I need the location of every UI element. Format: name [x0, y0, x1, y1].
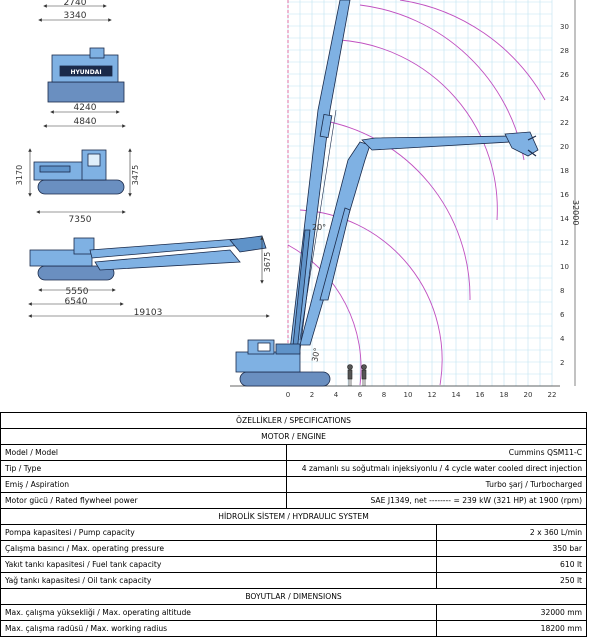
- y-tick-label: 8: [560, 287, 564, 295]
- dim-front-a: 4240: [74, 103, 97, 113]
- x-tick-label: 0: [286, 391, 290, 399]
- x-tick-label: 10: [404, 391, 413, 399]
- specifications-table: ÖZELLİKLER / SPECIFICATIONS MOTOR / ENGI…: [0, 412, 588, 637]
- x-tick-label: 16: [476, 391, 485, 399]
- x-tick-label: 2: [310, 391, 314, 399]
- spec-value: Turbo şarj / Turbocharged: [285, 476, 588, 493]
- spec-value: 250 lt: [435, 572, 588, 589]
- angle-label-20: 20°: [312, 223, 326, 232]
- y-tick-label: 6: [560, 311, 565, 319]
- dim-front-b: 4840: [74, 117, 97, 127]
- dim-top-b: 3340: [64, 11, 87, 21]
- y-tick-label: 26: [560, 71, 569, 79]
- spec-label: Motor gücü / Rated flywheel power: [0, 492, 287, 509]
- dim-side-length: 7350: [69, 215, 92, 225]
- spec-row-model: Model / Model Cummins QSM11-C: [0, 444, 588, 461]
- dim-transport-height: 3675: [263, 252, 272, 272]
- dim-transport-a: 5550: [66, 287, 89, 297]
- spec-label: Çalışma basıncı / Max. operating pressur…: [0, 540, 437, 557]
- spec-row-fuel: Yakıt tankı kapasitesi / Fuel tank capac…: [0, 556, 588, 573]
- spec-value: 32000 mm: [435, 604, 588, 621]
- spec-row-aspiration: Emiş / Aspiration Turbo şarj / Turbochar…: [0, 476, 588, 493]
- spec-value: Cummins QSM11-C: [285, 444, 588, 461]
- spec-row-power: Motor gücü / Rated flywheel power SAE J1…: [0, 492, 588, 509]
- y-tick-label: 2: [560, 359, 564, 367]
- spec-title: ÖZELLİKLER / SPECIFICATIONS: [0, 412, 588, 429]
- reach-arcs: [287, 0, 546, 386]
- spec-value: 18200 mm: [435, 620, 588, 637]
- hydraulic-header-row: HİDROLİK SİSTEM / HYDRAULIC SYSTEM: [0, 508, 588, 525]
- base-machine-working-range: [235, 339, 331, 387]
- dim-transport-total: 19103: [134, 308, 163, 318]
- y-tick-label: 22: [560, 119, 569, 127]
- hydraulic-header: HİDROLİK SİSTEM / HYDRAULIC SYSTEM: [0, 508, 588, 525]
- high-reach-boom-angled: [299, 131, 539, 346]
- side-view-dimensions: [28, 148, 132, 214]
- top-view-dimensions: [38, 4, 112, 22]
- spec-label: Pompa kapasitesi / Pump capacity: [0, 524, 437, 541]
- brand-logo: HYUNDAI: [70, 69, 101, 76]
- y-tick-label: 18: [560, 167, 569, 175]
- high-reach-boom-vertical: [289, 0, 351, 356]
- y-tick-label: 20: [560, 143, 569, 151]
- x-tick-label: 6: [358, 391, 363, 399]
- side-view-machine: [33, 149, 125, 195]
- spec-label: Yağ tankı kapasitesi / Oil tank capacity: [0, 572, 437, 589]
- dim-transport-b: 6540: [65, 297, 88, 307]
- working-range-grid: [287, 0, 553, 387]
- x-tick-label: 4: [334, 391, 339, 399]
- transport-view-dimensions: [28, 236, 270, 318]
- engine-header-row: MOTOR / ENGINE: [0, 428, 588, 445]
- spec-label: Yakıt tankı kapasitesi / Fuel tank capac…: [0, 556, 437, 573]
- spec-row-radius: Max. çalışma radüsü / Max. working radiu…: [0, 620, 588, 637]
- spec-row-pressure: Çalışma basıncı / Max. operating pressur…: [0, 540, 588, 557]
- x-tick-label: 20: [524, 391, 533, 399]
- spec-row-altitude: Max. çalışma yüksekliği / Max. operating…: [0, 604, 588, 621]
- spec-label: Max. çalışma yüksekliği / Max. operating…: [0, 604, 437, 621]
- spec-label: Tip / Type: [0, 460, 287, 477]
- dim-side-h2: 3475: [131, 165, 140, 185]
- angle-label-30: 30°: [310, 347, 321, 363]
- y-tick-label: 30: [560, 23, 569, 31]
- y-tick-label: 28: [560, 47, 569, 55]
- spec-label: Max. çalışma radüsü / Max. working radiu…: [0, 620, 437, 637]
- x-tick-label: 22: [548, 391, 557, 399]
- y-tick-label: 24: [560, 95, 569, 103]
- spec-row-oil: Yağ tankı kapasitesi / Oil tank capacity…: [0, 572, 588, 589]
- spec-value: 610 lt: [435, 556, 588, 573]
- dim-side-h1: 3170: [15, 165, 24, 185]
- spec-row-type: Tip / Type 4 zamanlı su soğutmalı injeks…: [0, 460, 588, 477]
- front-view-machine: [47, 47, 125, 103]
- transport-view-machine: [29, 235, 267, 281]
- x-tick-label: 18: [500, 391, 509, 399]
- max-height-dimension: 32000: [571, 200, 580, 225]
- y-tick-label: 4: [560, 335, 565, 343]
- spec-label: Emiş / Aspiration: [0, 476, 287, 493]
- front-view-dimensions: [43, 110, 126, 128]
- x-tick-label: 14: [452, 391, 461, 399]
- x-axis-tick-labels: 0 2 4 6 8 10 12 14 16 18 20 22: [286, 391, 557, 399]
- y-tick-label: 10: [560, 263, 569, 271]
- spec-row-pump: Pompa kapasitesi / Pump capacity 2 x 360…: [0, 524, 588, 541]
- spec-value: 4 zamanlı su soğutmalı injeksiyonlu / 4 …: [285, 460, 588, 477]
- dimensions-header: BOYUTLAR / DIMENSIONS: [0, 588, 588, 605]
- y-tick-label: 16: [560, 191, 569, 199]
- y-tick-label: 12: [560, 239, 569, 247]
- spec-title-row: ÖZELLİKLER / SPECIFICATIONS: [0, 412, 588, 429]
- human-figures: [347, 364, 367, 386]
- dim-top-a: 2740: [64, 0, 87, 8]
- spec-label: Model / Model: [0, 444, 287, 461]
- spec-value: 350 bar: [435, 540, 588, 557]
- engine-header: MOTOR / ENGINE: [0, 428, 588, 445]
- spec-value: SAE J1349, net -------- = 239 kW (321 HP…: [285, 492, 588, 509]
- x-tick-label: 8: [382, 391, 386, 399]
- dimensions-header-row: BOYUTLAR / DIMENSIONS: [0, 588, 588, 605]
- spec-value: 2 x 360 L/min: [435, 524, 588, 541]
- y-tick-label: 14: [560, 215, 569, 223]
- x-tick-label: 12: [428, 391, 437, 399]
